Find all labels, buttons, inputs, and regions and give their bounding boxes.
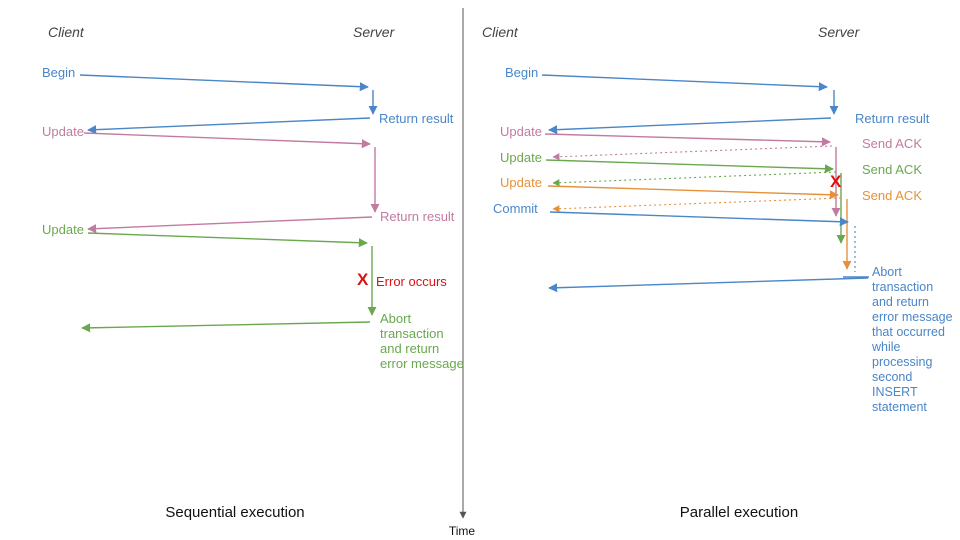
right-client-header: Client bbox=[482, 24, 518, 40]
right-panel-arrows bbox=[541, 74, 869, 293]
right-return-result-arrow bbox=[548, 117, 832, 135]
right-update1-request-arrow bbox=[544, 133, 831, 147]
right-send-ack2-label: Send ACK bbox=[862, 162, 922, 177]
right-server-header: Server bbox=[818, 24, 860, 40]
right-commit-label: Commit bbox=[493, 201, 538, 216]
right-ack1-dotted-arrow bbox=[552, 145, 833, 161]
right-abort-response-arrow bbox=[548, 277, 869, 293]
right-begin-request-arrow bbox=[541, 74, 828, 92]
left-error-x-icon: X bbox=[357, 270, 369, 289]
time-axis-label: Time bbox=[448, 524, 476, 538]
left-update2-label: Update bbox=[42, 222, 84, 237]
right-ack3-dotted-arrow bbox=[552, 197, 842, 213]
left-update2-request-arrow bbox=[87, 232, 368, 248]
left-server-header: Server bbox=[353, 24, 395, 40]
left-panel-arrows bbox=[79, 74, 380, 333]
right-begin-label: Begin bbox=[505, 65, 539, 80]
right-send-ack1-label: Send ACK bbox=[862, 136, 922, 151]
right-error-x-icon: X bbox=[830, 172, 842, 191]
left-return-result1-arrow bbox=[87, 117, 371, 135]
left-panel-caption: Sequential execution bbox=[165, 504, 305, 521]
right-update2-request-arrow bbox=[545, 159, 834, 174]
left-return-result1-label: Return result bbox=[379, 111, 454, 126]
right-send-ack3-label: Send ACK bbox=[862, 188, 922, 203]
right-panel-caption: Parallel execution bbox=[679, 504, 799, 521]
left-update1-request-arrow bbox=[83, 132, 371, 149]
right-update1-label: Update bbox=[500, 124, 542, 139]
right-commit-request-arrow bbox=[549, 211, 849, 227]
left-client-header: Client bbox=[48, 24, 84, 40]
left-update1-label: Update bbox=[42, 124, 84, 139]
right-abort-label: Abort transaction and return error messa… bbox=[872, 265, 953, 414]
left-return-result2-label: Return result bbox=[380, 209, 455, 224]
right-update3-request-arrow bbox=[547, 185, 839, 200]
left-return-result2-arrow bbox=[87, 216, 373, 234]
right-return-result-label: Return result bbox=[855, 111, 930, 126]
right-update2-label: Update bbox=[500, 150, 542, 165]
left-error-label: Error occurs bbox=[376, 274, 447, 289]
left-abort-label: Abort transaction and return error messa… bbox=[380, 311, 464, 371]
left-begin-label: Begin bbox=[42, 65, 76, 80]
left-abort-response-arrow bbox=[81, 321, 371, 333]
left-begin-request-arrow bbox=[79, 74, 369, 92]
right-ack2-dotted-arrow bbox=[552, 171, 837, 187]
right-update3-label: Update bbox=[500, 175, 542, 190]
